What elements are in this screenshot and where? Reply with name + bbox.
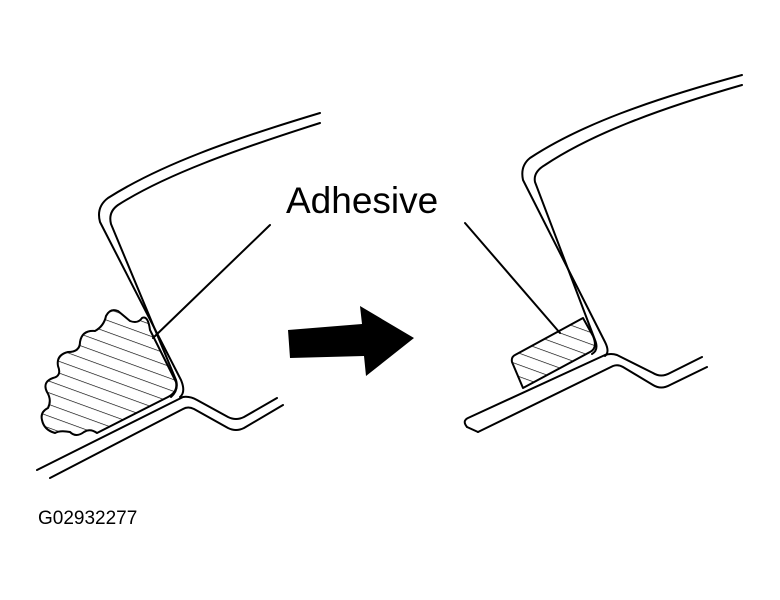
right-arrow-icon	[288, 306, 414, 376]
body-panel-upper	[463, 353, 703, 428]
body-panel-upper	[36, 395, 278, 471]
adhesive-bead-trimmed	[510, 317, 596, 389]
leader-line-left	[152, 224, 271, 339]
before-view	[36, 112, 321, 479]
body-panel-lower	[49, 404, 284, 479]
after-view	[463, 74, 743, 433]
body-panel-lower	[477, 364, 708, 433]
adhesive-label: Adhesive	[286, 180, 439, 221]
figure-code: G02932277	[38, 508, 138, 529]
glass-outer-edge	[521, 74, 743, 357]
adhesive-bead-excess	[40, 309, 178, 436]
glass-outer-edge	[98, 112, 321, 398]
leader-line-right	[464, 222, 561, 334]
glass-inner-edge	[533, 84, 743, 355]
panel-end-cap	[466, 426, 479, 433]
